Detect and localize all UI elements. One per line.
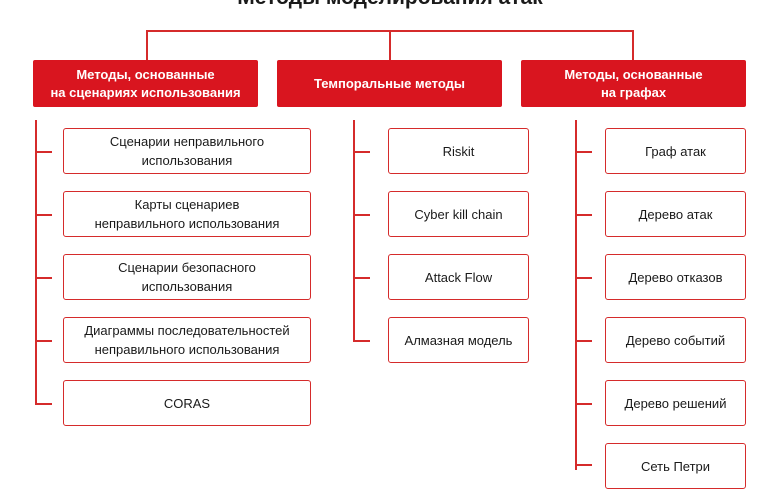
- column2-tick: [353, 151, 370, 153]
- item-misuse-sequence-diagrams: Диаграммы последовательностей неправильн…: [63, 317, 311, 363]
- connector-drop-left: [146, 30, 148, 60]
- column3-spine: [575, 120, 577, 470]
- item-decision-tree: Дерево решений: [605, 380, 746, 426]
- column3-tick: [575, 214, 592, 216]
- header-temporal-methods: Темпоральные методы: [277, 60, 502, 107]
- header-graph-methods: Методы, основанные на графах: [521, 60, 746, 107]
- item-attack-graph: Граф атак: [605, 128, 746, 174]
- item-event-tree: Дерево событий: [605, 317, 746, 363]
- item-misuse-cases: Сценарии неправильного использования: [63, 128, 311, 174]
- column1-tick: [35, 214, 52, 216]
- column3-tick: [575, 151, 592, 153]
- header-scenario-methods: Методы, основанные на сценариях использо…: [33, 60, 258, 107]
- column3-tick: [575, 340, 592, 342]
- item-cyber-kill-chain: Cyber kill chain: [388, 191, 529, 237]
- item-attack-tree: Дерево атак: [605, 191, 746, 237]
- item-riskit: Riskit: [388, 128, 529, 174]
- column1-tick: [35, 277, 52, 279]
- diagram-title: Методы моделирования атак: [0, 0, 780, 10]
- column3-tick: [575, 403, 592, 405]
- connector-drop-center: [389, 30, 391, 60]
- column1-tick: [35, 151, 52, 153]
- column3-tick: [575, 277, 592, 279]
- column3-tick: [575, 464, 592, 466]
- item-security-use-cases: Сценарии безопасного использования: [63, 254, 311, 300]
- item-fault-tree: Дерево отказов: [605, 254, 746, 300]
- column1-tick: [35, 340, 52, 342]
- column2-spine: [353, 120, 355, 340]
- column1-spine: [35, 120, 37, 404]
- column1-tick: [35, 403, 52, 405]
- column2-tick: [353, 277, 370, 279]
- column2-tick: [353, 340, 370, 342]
- item-misuse-case-maps: Карты сценариев неправильного использова…: [63, 191, 311, 237]
- item-petri-net: Сеть Петри: [605, 443, 746, 489]
- item-coras: CORAS: [63, 380, 311, 426]
- item-diamond-model: Алмазная модель: [388, 317, 529, 363]
- column2-tick: [353, 214, 370, 216]
- item-attack-flow: Attack Flow: [388, 254, 529, 300]
- connector-drop-right: [632, 30, 634, 60]
